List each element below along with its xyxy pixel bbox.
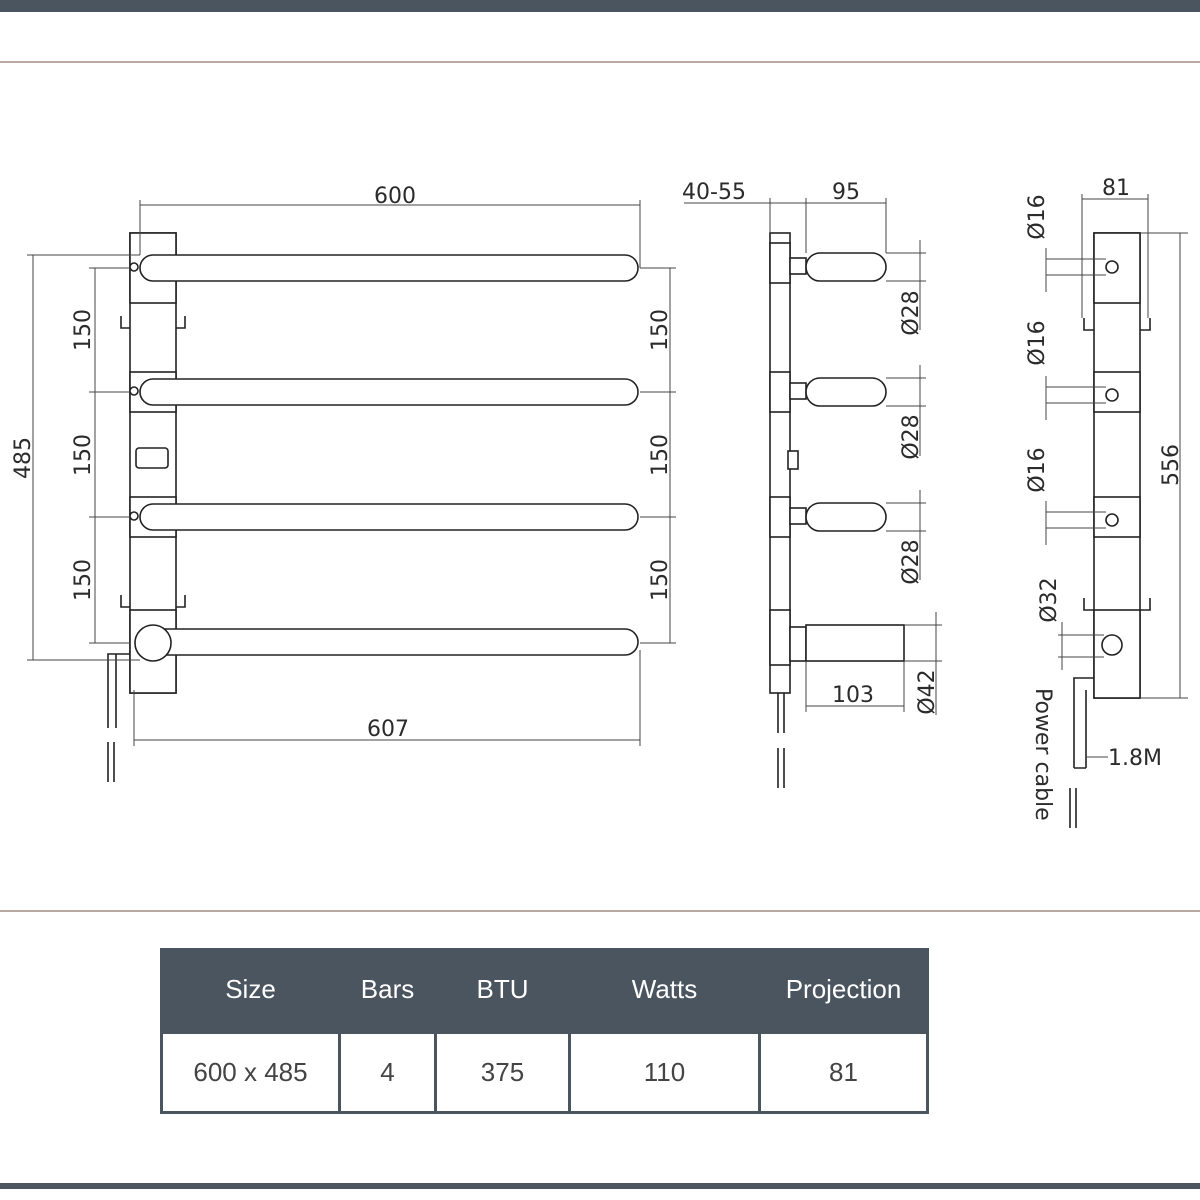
cell-watts: 110 xyxy=(568,1031,761,1114)
cell-btu: 375 xyxy=(434,1031,571,1114)
dim-fixing-diameter: Ø16 xyxy=(1025,447,1050,492)
header-watts: Watts xyxy=(568,948,761,1033)
dim-bar-diameter: Ø28 xyxy=(899,290,924,335)
dim-height-total: 485 xyxy=(11,437,36,479)
fixing-screw xyxy=(129,262,139,272)
dim-spacing-left: 150 xyxy=(71,434,96,476)
dim-element-length: 103 xyxy=(832,683,874,708)
side-post-joint xyxy=(769,609,791,666)
top-divider xyxy=(0,61,1200,63)
header-btu: BTU xyxy=(434,948,571,1033)
dim-spacing-right: 150 xyxy=(648,559,673,601)
end-view: 81 556 Ø16 Ø16 Ø16 Ø32 1.8M Power cable xyxy=(1025,176,1188,828)
dim-width-bottom: 607 xyxy=(367,717,409,742)
side-post-joint xyxy=(769,371,791,413)
header-bar xyxy=(0,0,1200,12)
bar-stub xyxy=(789,382,807,400)
heating-element-cap xyxy=(134,624,172,662)
towel-bar xyxy=(139,254,639,282)
dim-width-top: 600 xyxy=(374,184,416,209)
dim-spacing-left: 150 xyxy=(71,559,96,601)
dim-end-height: 556 xyxy=(1159,444,1184,486)
dim-end-width: 81 xyxy=(1102,176,1130,201)
heating-element xyxy=(805,624,905,662)
dim-element-fixing-diameter: Ø32 xyxy=(1037,577,1062,622)
side-bar xyxy=(805,252,887,282)
middle-divider xyxy=(0,910,1200,912)
element-stub xyxy=(789,626,807,662)
power-cable xyxy=(107,653,130,728)
header-bars: Bars xyxy=(338,948,437,1033)
switch-box xyxy=(135,447,169,469)
end-cable xyxy=(1073,677,1094,769)
towel-bar xyxy=(139,628,639,656)
table-row: 600 x 485 4 375 110 81 xyxy=(160,1031,929,1114)
wall-bracket xyxy=(1083,598,1151,611)
technical-drawing: 600 607 485 150 150 150 150 150 150 xyxy=(11,176,1188,828)
bar-stub xyxy=(789,507,807,525)
side-view: 40-55 95 Ø28 Ø28 Ø28 103 Ø42 xyxy=(682,180,942,788)
dim-spacing-left: 150 xyxy=(71,309,96,351)
front-view: 600 607 485 150 150 150 150 150 150 xyxy=(11,184,676,782)
spec-table: Size Bars BTU Watts Projection 600 x 485… xyxy=(160,948,929,1114)
dim-bar-diameter: Ø28 xyxy=(899,539,924,584)
switch xyxy=(787,450,799,470)
side-post-joint xyxy=(769,496,791,538)
wall-bracket xyxy=(120,316,186,329)
side-cable xyxy=(777,693,785,733)
dim-bar-diameter: Ø28 xyxy=(899,414,924,459)
header-size: Size xyxy=(160,948,341,1033)
fixing-hole xyxy=(1105,260,1119,274)
dim-bar-projection: 95 xyxy=(832,180,860,205)
towel-bar xyxy=(139,378,639,406)
power-cable-end xyxy=(107,742,115,782)
power-cable-label: Power cable xyxy=(1030,688,1055,821)
dim-spacing-right: 150 xyxy=(648,309,673,351)
cell-projection: 81 xyxy=(758,1031,929,1114)
dim-wall-gap: 40-55 xyxy=(682,180,746,205)
wall-bracket xyxy=(1083,318,1151,331)
side-bar xyxy=(805,377,887,407)
cell-bars: 4 xyxy=(338,1031,437,1114)
dim-spacing-right: 150 xyxy=(648,434,673,476)
side-post-joint xyxy=(769,242,791,284)
towel-bar xyxy=(139,503,639,531)
side-bar xyxy=(805,502,887,532)
fixing-screw xyxy=(129,386,139,396)
element-fixing xyxy=(1101,634,1123,656)
side-cable-end xyxy=(777,748,785,788)
dim-fixing-diameter: Ø16 xyxy=(1025,320,1050,365)
fixing-hole xyxy=(1105,513,1119,527)
cable-length-label: 1.8M xyxy=(1108,746,1162,771)
fixing-hole xyxy=(1105,388,1119,402)
end-cable-end xyxy=(1069,788,1077,828)
wall-bracket xyxy=(120,595,186,608)
dim-fixing-diameter: Ø16 xyxy=(1025,194,1050,239)
footer-bar xyxy=(0,1183,1200,1189)
fixing-screw xyxy=(129,511,139,521)
bar-stub xyxy=(789,257,807,275)
dim-element-diameter: Ø42 xyxy=(915,669,940,714)
header-projection: Projection xyxy=(758,948,929,1033)
spec-table-header: Size Bars BTU Watts Projection xyxy=(160,948,929,1033)
cell-size: 600 x 485 xyxy=(160,1031,341,1114)
